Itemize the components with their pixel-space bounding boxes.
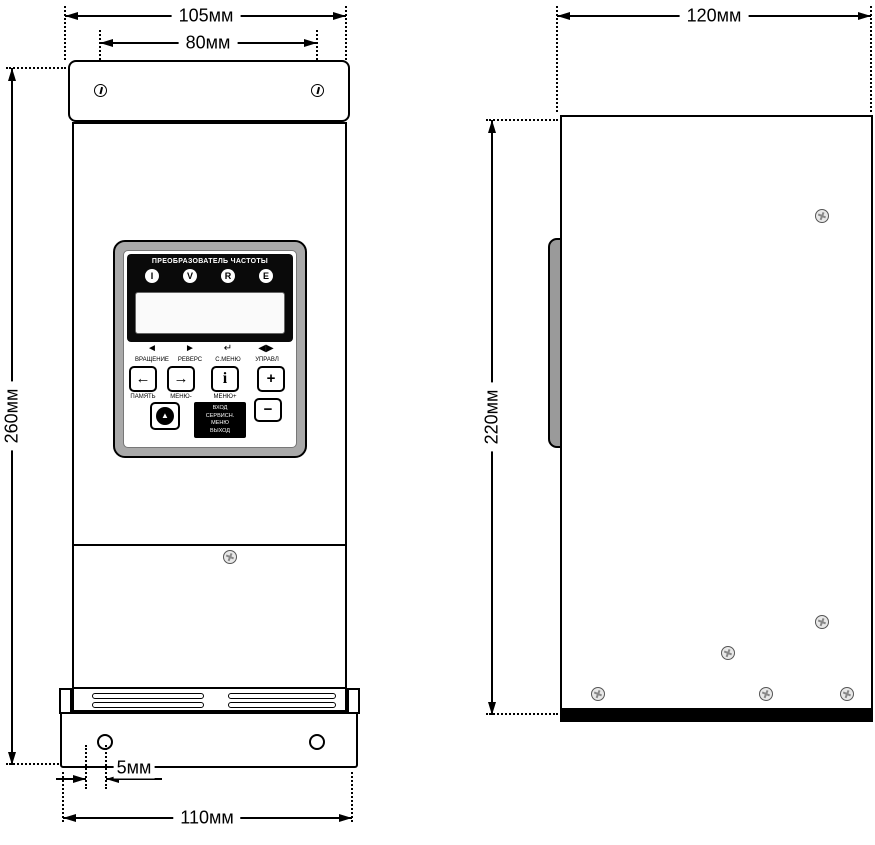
dim-arrow — [488, 702, 496, 715]
extension-line — [556, 6, 558, 112]
control-label: УПРАВЛ — [255, 357, 279, 363]
dim-arrow — [8, 752, 16, 765]
dim-arrow — [63, 814, 76, 822]
mount-hook-right — [347, 688, 360, 714]
menu-minus-button: → — [167, 366, 195, 392]
vent-slot — [228, 693, 336, 699]
dim-arrow — [100, 39, 113, 47]
vent-slot — [228, 702, 336, 708]
extension-line — [486, 119, 558, 121]
side-screw — [840, 687, 854, 701]
dim-arrow — [488, 120, 496, 133]
side-screw — [815, 209, 829, 223]
dim-label-front-height: 260мм — [1, 381, 23, 451]
dim-arrow — [858, 12, 871, 20]
vent-slot — [92, 702, 204, 708]
dim-arrow — [106, 775, 119, 783]
reverse-label: РЕВЕРС — [177, 357, 203, 363]
dim-arrow — [73, 775, 86, 783]
memory-button-label: ПАМЯТЬ — [130, 394, 156, 400]
indicator-I: I — [145, 269, 159, 283]
dim-arrow — [333, 12, 346, 20]
dim-line-hole-offset — [106, 778, 162, 780]
dim-arrow — [304, 39, 317, 47]
extension-line — [316, 30, 318, 84]
info-button: i — [211, 366, 239, 392]
dim-label-front-mount-width: 80мм — [178, 32, 238, 54]
mount-hole-top-right — [311, 84, 324, 97]
side-screw — [721, 646, 735, 660]
plus-button: + — [257, 366, 285, 392]
reverse-icon: ► — [185, 343, 195, 354]
extension-line — [64, 6, 66, 60]
service-menu-label: С.МЕНЮ — [215, 357, 241, 363]
side-screw — [815, 615, 829, 629]
dim-label-hole-offset: 5мм — [113, 757, 155, 779]
dim-arrow — [557, 12, 570, 20]
dim-label-front-bottom-width: 110мм — [173, 807, 241, 829]
menu-legend-line: ВХОД — [212, 405, 228, 411]
dim-arrow — [339, 814, 352, 822]
extension-line — [345, 6, 347, 60]
menu-legend-line: МЕНЮ — [211, 420, 229, 426]
indicator-V: V — [183, 269, 197, 283]
dim-label-side-width: 120мм — [679, 5, 749, 27]
cover-seam — [73, 544, 346, 546]
mount-hook-left — [59, 688, 72, 714]
mount-hole-top-left — [94, 84, 107, 97]
dim-label-front-outer-width: 105мм — [171, 5, 241, 27]
extension-line — [85, 745, 87, 789]
keypad-title: ПРЕОБРАЗОВАТЕЛЬ ЧАСТОТЫ — [151, 258, 269, 265]
dim-arrow — [65, 12, 78, 20]
up-button: ▲ — [150, 402, 180, 430]
extension-line — [6, 67, 66, 69]
rotation-label: ВРАЩЕНИЕ — [135, 357, 169, 363]
dim-arrow — [8, 68, 16, 81]
menu-minus-button-label: МЕНЮ- — [170, 394, 192, 400]
extension-line — [351, 772, 353, 822]
side-body — [560, 115, 873, 722]
rotation-icon: ◄ — [147, 343, 157, 354]
minus-button: − — [254, 398, 282, 422]
body-bottom-seam — [72, 687, 347, 689]
top-mounting-plate — [68, 60, 350, 122]
dim-label-side-height: 220мм — [481, 382, 503, 452]
dim-line-hole-offset — [56, 778, 86, 780]
menu-plus-button-label: МЕНЮ+ — [213, 394, 237, 400]
menu-legend-box: ВХОД СЕРВИСН. МЕНЮ ВЫХОД — [194, 402, 246, 438]
extension-line — [486, 713, 558, 715]
extension-line — [62, 772, 64, 822]
mount-hole-bottom-right — [309, 734, 325, 750]
menu-legend-line: СЕРВИСН. — [205, 412, 235, 419]
lcd-display — [135, 292, 285, 334]
menu-legend-line: ВЫХОД — [210, 427, 230, 434]
side-screw — [591, 687, 605, 701]
base-rail — [562, 708, 871, 720]
cover-screw — [223, 550, 237, 564]
control-icon: ◀▶ — [258, 343, 274, 354]
indicator-R: R — [221, 269, 235, 283]
up-arrow-icon: ▲ — [156, 407, 174, 425]
memory-button: ← — [129, 366, 157, 392]
side-screw — [759, 687, 773, 701]
indicator-E: E — [259, 269, 273, 283]
vent-slot — [92, 693, 204, 699]
extension-line — [870, 6, 872, 112]
extension-line — [6, 763, 62, 765]
service-menu-icon: ↵ — [223, 343, 233, 354]
extension-line — [105, 745, 107, 789]
extension-line — [99, 30, 101, 84]
